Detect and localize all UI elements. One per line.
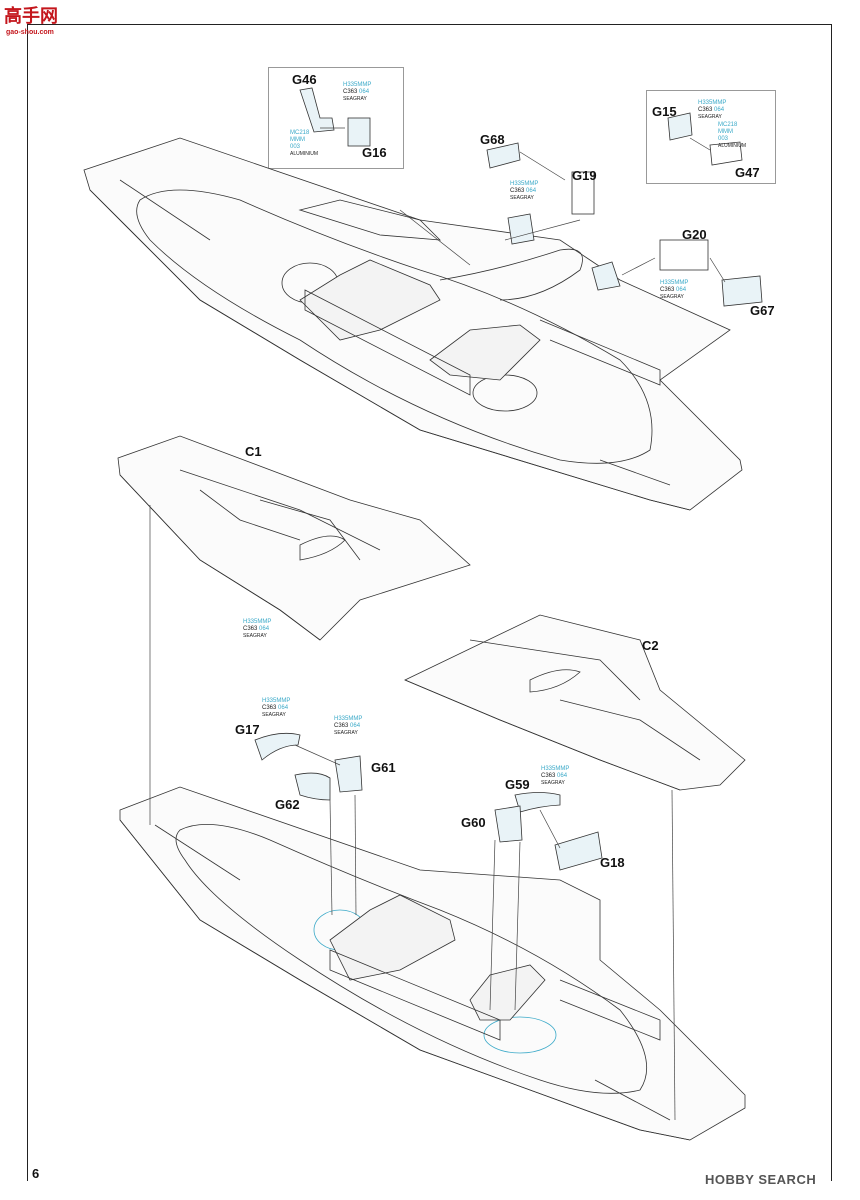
paint-callout-seagray: H335MMP C363 064 SEAGRAY bbox=[243, 619, 272, 639]
part-label-g20: G20 bbox=[682, 227, 707, 242]
part-label-g16: G16 bbox=[362, 145, 387, 160]
page-frame bbox=[27, 24, 832, 1181]
part-label-g62: G62 bbox=[275, 797, 300, 812]
paint-callout-aluminium: MC218 MMM 003 ALUMINIUM bbox=[290, 130, 319, 157]
paint-callout-seagray: H335MMP C363 064 SEAGRAY bbox=[262, 698, 291, 718]
part-label-g68: G68 bbox=[480, 132, 505, 147]
paint-callout-seagray: H335MMP C363 064 SEAGRAY bbox=[334, 716, 363, 736]
watermark: HOBBY SEARCH bbox=[705, 1172, 817, 1187]
paint-callout-seagray: H335MMP C363 064 SEAGRAY bbox=[541, 766, 570, 786]
part-label-c1: C1 bbox=[245, 444, 262, 459]
part-label-g18: G18 bbox=[600, 855, 625, 870]
site-logo[interactable]: 高手网 gao-shou.com bbox=[4, 2, 74, 42]
part-label-g67: G67 bbox=[750, 303, 775, 318]
part-label-g17: G17 bbox=[235, 722, 260, 737]
callout-box-left bbox=[268, 67, 404, 169]
part-label-g46: G46 bbox=[292, 72, 317, 87]
part-label-g47: G47 bbox=[735, 165, 760, 180]
part-label-g61: G61 bbox=[371, 760, 396, 775]
part-label-g19: G19 bbox=[572, 168, 597, 183]
part-label-g60: G60 bbox=[461, 815, 486, 830]
callout-box-right bbox=[646, 90, 776, 184]
paint-callout-aluminium: MC218 MMM 003 ALUMINIUM bbox=[718, 122, 747, 149]
paint-callout-seagray: H335MMP C363 064 SEAGRAY bbox=[343, 82, 372, 102]
logo-text: 高手网 bbox=[4, 6, 58, 27]
paint-callout-seagray: H335MMP C363 064 SEAGRAY bbox=[510, 181, 539, 201]
part-label-g59: G59 bbox=[505, 777, 530, 792]
page-number: 6 bbox=[32, 1166, 40, 1181]
part-label-g15: G15 bbox=[652, 104, 677, 119]
logo-url: gao-shou.com bbox=[6, 29, 54, 36]
paint-callout-seagray: H335MMP C363 064 SEAGRAY bbox=[660, 280, 689, 300]
paint-callout-seagray: H335MMP C363 064 SEAGRAY bbox=[698, 100, 727, 120]
part-label-c2: C2 bbox=[642, 638, 659, 653]
